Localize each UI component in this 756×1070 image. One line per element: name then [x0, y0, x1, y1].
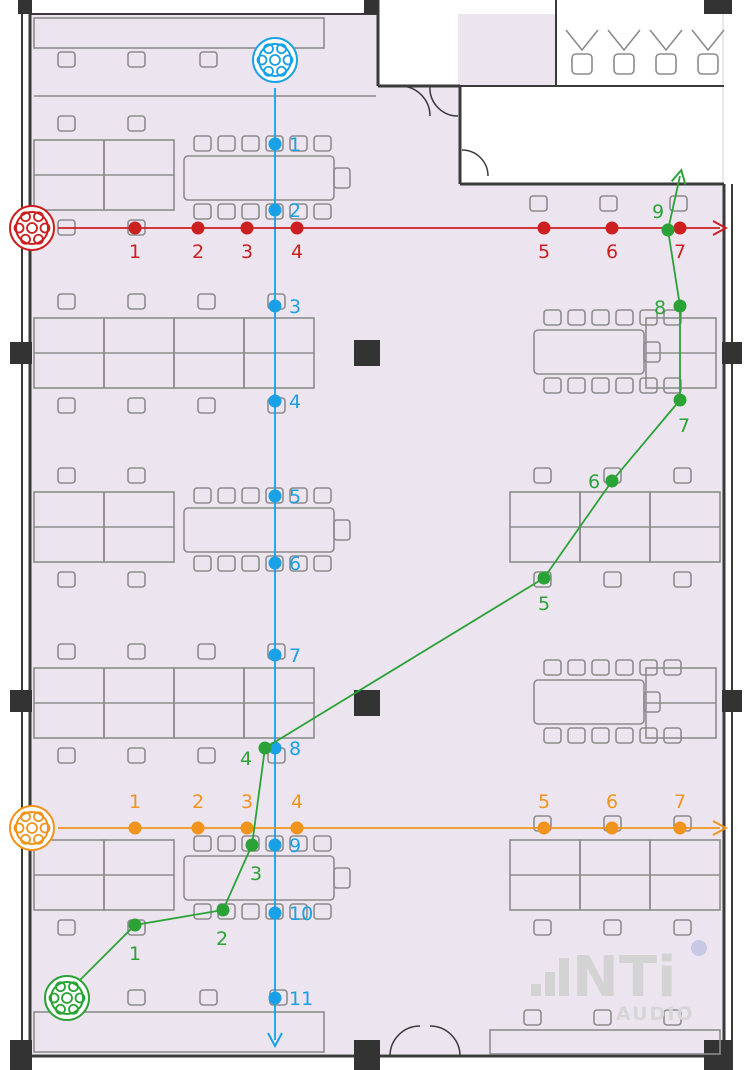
watermark-sub: AUDIO	[616, 1003, 695, 1025]
point-label: 6	[606, 791, 618, 813]
point-label: 1	[129, 241, 141, 263]
speaker-icon	[44, 975, 90, 1021]
point-label: 2	[289, 200, 301, 222]
point-label: 11	[289, 988, 313, 1010]
measurement-point	[290, 821, 304, 835]
measurement-point	[537, 821, 551, 835]
point-label: 3	[241, 241, 253, 263]
measurement-point	[605, 474, 619, 488]
point-label: 6	[606, 241, 618, 263]
point-label: 1	[289, 134, 301, 156]
measurement-point	[245, 838, 259, 852]
point-label: 1	[129, 943, 141, 965]
measurement-point	[268, 489, 282, 503]
measurement-point	[673, 221, 687, 235]
point-label: 4	[291, 241, 303, 263]
point-label: 2	[192, 241, 204, 263]
point-label: 7	[674, 241, 686, 263]
measurement-point	[268, 991, 282, 1005]
point-label: 5	[538, 241, 550, 263]
measurement-point	[258, 741, 272, 755]
measurement-point	[268, 556, 282, 570]
measurement-point	[605, 821, 619, 835]
measurement-point	[268, 137, 282, 151]
watermark-brand: NTi	[572, 945, 676, 1010]
nti-audio-logo-icon: NTi AUDIO	[531, 940, 707, 1025]
measurement-point	[673, 821, 687, 835]
measurement-point	[191, 221, 205, 235]
point-label: 5	[538, 791, 550, 813]
route-red: 1 2 3 4 5 6 7	[9, 205, 720, 263]
measurement-point	[191, 821, 205, 835]
point-label: 8	[654, 297, 666, 319]
point-label: 1	[129, 791, 141, 813]
point-label: 6	[289, 553, 301, 575]
point-label: 7	[289, 645, 301, 667]
measurement-point	[128, 221, 142, 235]
measurement-point	[268, 838, 282, 852]
point-label: 3	[289, 296, 301, 318]
measurement-point	[268, 648, 282, 662]
measurement-point	[268, 299, 282, 313]
point-label: 2	[216, 928, 228, 950]
furniture-layout	[33, 17, 725, 1055]
measurement-point	[128, 821, 142, 835]
measurement-point	[290, 221, 304, 235]
point-label: 3	[250, 863, 262, 885]
point-label: 6	[588, 471, 600, 493]
measurement-point	[268, 203, 282, 217]
measurement-point	[128, 918, 142, 932]
point-label: 2	[192, 791, 204, 813]
point-label: 10	[289, 903, 313, 925]
measurement-point	[240, 821, 254, 835]
point-label: 4	[291, 791, 303, 813]
point-label: 5	[538, 593, 550, 615]
point-label: 7	[678, 415, 690, 437]
point-label: 5	[289, 486, 301, 508]
point-label: 9	[652, 201, 664, 223]
point-label: 9	[289, 835, 301, 857]
measurement-point	[673, 393, 687, 407]
measurement-point	[216, 903, 230, 917]
measurement-point	[537, 571, 551, 585]
point-label: 3	[241, 791, 253, 813]
speaker-icon	[9, 205, 55, 251]
point-label: 7	[674, 791, 686, 813]
route-blue: 1 2 3 4 5 6 7 8 9 10 11	[252, 37, 313, 1040]
measurement-point	[537, 221, 551, 235]
speaker-icon	[9, 805, 55, 851]
speaker-icon	[252, 37, 298, 83]
route-green: 1 2 3 4 5 6 7 8 9	[44, 176, 690, 1021]
measurement-point	[268, 906, 282, 920]
point-label: 4	[289, 391, 301, 413]
wall-columns	[10, 0, 742, 1070]
floor-area	[30, 14, 724, 1054]
point-label: 8	[289, 738, 301, 760]
measurement-point	[268, 394, 282, 408]
measurement-point	[673, 299, 687, 313]
measurement-point	[605, 221, 619, 235]
point-label: 4	[240, 748, 252, 770]
measurement-point	[661, 223, 675, 237]
measurement-point	[240, 221, 254, 235]
route-orange: 1 2 3 4 5 6 7	[9, 791, 720, 851]
